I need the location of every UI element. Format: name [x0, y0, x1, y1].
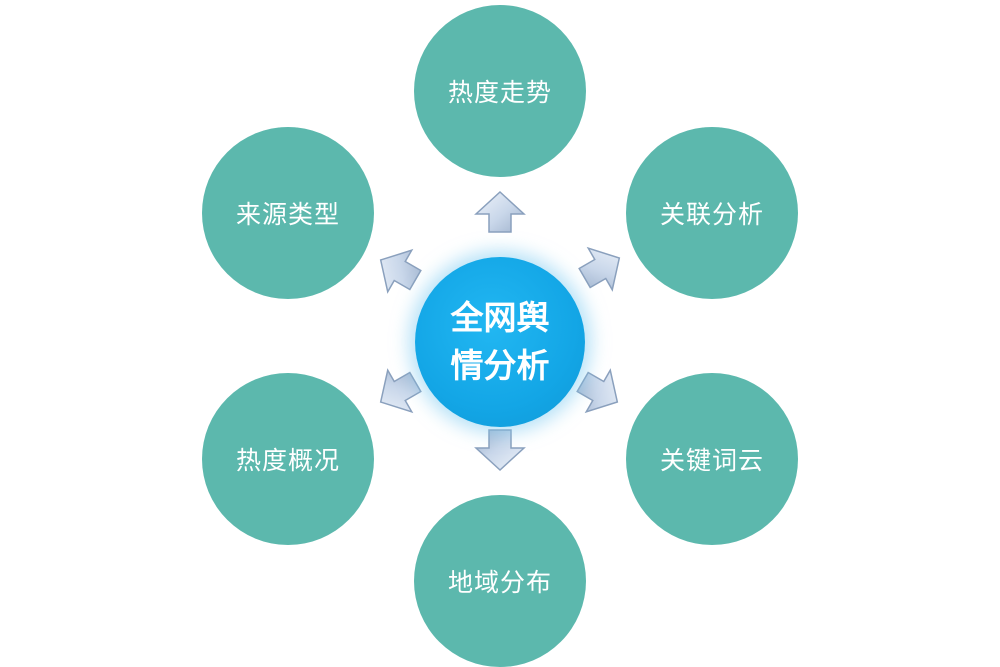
center-node: 全网舆 情分析 — [415, 257, 585, 427]
arrow-icon-lower-left — [379, 368, 422, 414]
center-title-line1: 全网舆 — [450, 298, 550, 338]
center-title-line2: 情分析 — [450, 346, 550, 385]
node-correlation-analysis: 关联分析 — [626, 127, 798, 299]
node-label: 热度概况 — [235, 446, 340, 475]
node-label: 来源类型 — [235, 200, 340, 229]
arrow-icon-top — [474, 190, 526, 233]
arrow-icon-upper-left — [379, 248, 422, 294]
node-geo-distribution: 地域分布 — [414, 495, 586, 667]
node-keyword-cloud: 关键词云 — [626, 373, 798, 545]
node-label: 热度走势 — [447, 78, 552, 107]
node-label: 关键词云 — [659, 446, 764, 475]
arrow-icon-bottom — [474, 429, 526, 472]
arrow-icon-upper-right — [578, 246, 621, 292]
node-label: 关联分析 — [659, 200, 764, 229]
node-heat-overview: 热度概况 — [202, 373, 374, 545]
arrow-icon-lower-right — [576, 368, 619, 414]
node-source-type: 来源类型 — [202, 127, 374, 299]
node-heat-trend: 热度走势 — [414, 5, 586, 177]
node-label: 地域分布 — [447, 568, 552, 597]
